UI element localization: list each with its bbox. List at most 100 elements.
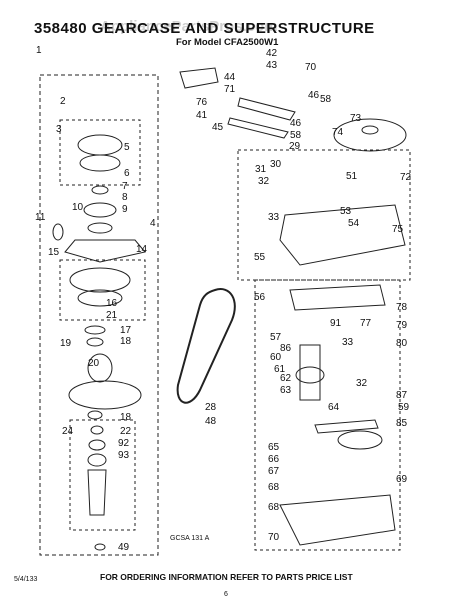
model-subtitle: For Model CFA2500W1 bbox=[176, 37, 279, 48]
callout: 66 bbox=[268, 454, 280, 465]
pinion-shaft bbox=[299, 344, 321, 401]
ordering-note: FOR ORDERING INFORMATION REFER TO PARTS … bbox=[100, 572, 353, 582]
wig-wag-pulley bbox=[333, 118, 407, 152]
left-assembly-outline bbox=[39, 74, 159, 556]
callout: 29 bbox=[289, 141, 301, 152]
callout: 74 bbox=[332, 127, 344, 138]
pulley-hub bbox=[87, 353, 113, 383]
callout: 61 bbox=[274, 364, 286, 375]
mounting-bracket bbox=[64, 239, 146, 263]
callout: 21 bbox=[106, 310, 118, 321]
callout: 2 bbox=[60, 96, 66, 107]
brake-box-outline bbox=[59, 259, 146, 321]
callout: 46 bbox=[290, 118, 302, 129]
snubber bbox=[52, 223, 64, 241]
callout: 44 bbox=[224, 72, 236, 83]
callout: 58 bbox=[320, 94, 332, 105]
link-rod bbox=[227, 117, 289, 139]
spin-tube bbox=[87, 469, 107, 516]
gear-shaft bbox=[314, 419, 379, 434]
callout: 41 bbox=[196, 110, 208, 121]
clutch-box-outline bbox=[59, 119, 141, 186]
callout: 11 bbox=[35, 212, 46, 223]
callout: 28 bbox=[205, 402, 217, 413]
brake-disc bbox=[77, 289, 123, 307]
callout: 86 bbox=[280, 343, 292, 354]
callout: 71 bbox=[224, 84, 236, 95]
callout: 67 bbox=[268, 466, 280, 477]
spacer bbox=[87, 222, 113, 234]
callout: 51 bbox=[346, 171, 358, 182]
callout: 65 bbox=[268, 442, 280, 453]
washer-bottom bbox=[87, 410, 103, 420]
gearcase-housing bbox=[279, 494, 396, 546]
callout: 43 bbox=[266, 60, 278, 71]
callout: 70 bbox=[268, 532, 280, 543]
callout: 46 bbox=[308, 90, 320, 101]
callout: 20 bbox=[88, 358, 100, 369]
callout: 63 bbox=[280, 385, 292, 396]
callout: 53 bbox=[340, 206, 352, 217]
callout: 60 bbox=[270, 352, 282, 363]
callout: 15 bbox=[48, 247, 60, 258]
cap-22 bbox=[90, 425, 104, 435]
lever-arm bbox=[237, 97, 296, 121]
callout: 5 bbox=[124, 142, 130, 153]
gearcase-body-outline bbox=[254, 279, 401, 551]
shaft-box-outline bbox=[69, 419, 136, 531]
callout: 54 bbox=[348, 218, 360, 229]
callout: 3 bbox=[56, 124, 62, 135]
callout: 49 bbox=[118, 542, 130, 553]
main-gear bbox=[337, 430, 383, 450]
callout: 72 bbox=[400, 172, 412, 183]
callout: 92 bbox=[118, 438, 130, 449]
washer-18 bbox=[86, 337, 104, 347]
top-bracket bbox=[179, 67, 219, 89]
callout: 91 bbox=[330, 318, 342, 329]
callout: 32 bbox=[356, 378, 368, 389]
callout: 6 bbox=[124, 168, 130, 179]
callout: 8 bbox=[122, 192, 128, 203]
callout: 22 bbox=[120, 426, 132, 437]
callout: 14 bbox=[136, 244, 148, 255]
callout: 48 bbox=[205, 416, 217, 427]
page-number: 6 bbox=[224, 591, 228, 598]
drive-pulley bbox=[68, 380, 142, 410]
callout: 32 bbox=[258, 176, 270, 187]
callout: 56 bbox=[254, 292, 266, 303]
callout: 30 bbox=[270, 159, 282, 170]
callout: 79 bbox=[396, 320, 408, 331]
callout: 18 bbox=[120, 336, 132, 347]
callout: 10 bbox=[72, 202, 84, 213]
gearcase-cover bbox=[279, 204, 406, 266]
callout: 64 bbox=[328, 402, 340, 413]
callout: 70 bbox=[305, 62, 317, 73]
callout: 19 bbox=[60, 338, 72, 349]
clutch-part bbox=[77, 134, 123, 156]
callout: 58 bbox=[290, 130, 302, 141]
callout: 76 bbox=[196, 97, 208, 108]
callout: 24 bbox=[62, 426, 74, 437]
callout: 69 bbox=[396, 474, 408, 485]
callout: 77 bbox=[360, 318, 372, 329]
callout: 17 bbox=[120, 325, 132, 336]
brake-drum bbox=[69, 267, 131, 293]
callout: 16 bbox=[106, 298, 118, 309]
diagram-code: GCSA 131 A bbox=[170, 535, 210, 542]
washer-17 bbox=[84, 325, 106, 335]
callout: 62 bbox=[280, 373, 292, 384]
clutch-ring bbox=[79, 154, 121, 172]
callout: 33 bbox=[268, 212, 280, 223]
watermark: AppliancePartsPros.com bbox=[100, 18, 278, 35]
callout: 80 bbox=[396, 338, 408, 349]
callout: 45 bbox=[212, 122, 224, 133]
callout: 33 bbox=[342, 337, 354, 348]
callout: 59 bbox=[398, 402, 410, 413]
washer bbox=[91, 185, 109, 195]
callout: 78 bbox=[396, 302, 408, 313]
gasket bbox=[289, 284, 386, 311]
pinion-gear bbox=[295, 366, 325, 384]
callout: 4 bbox=[150, 218, 156, 229]
